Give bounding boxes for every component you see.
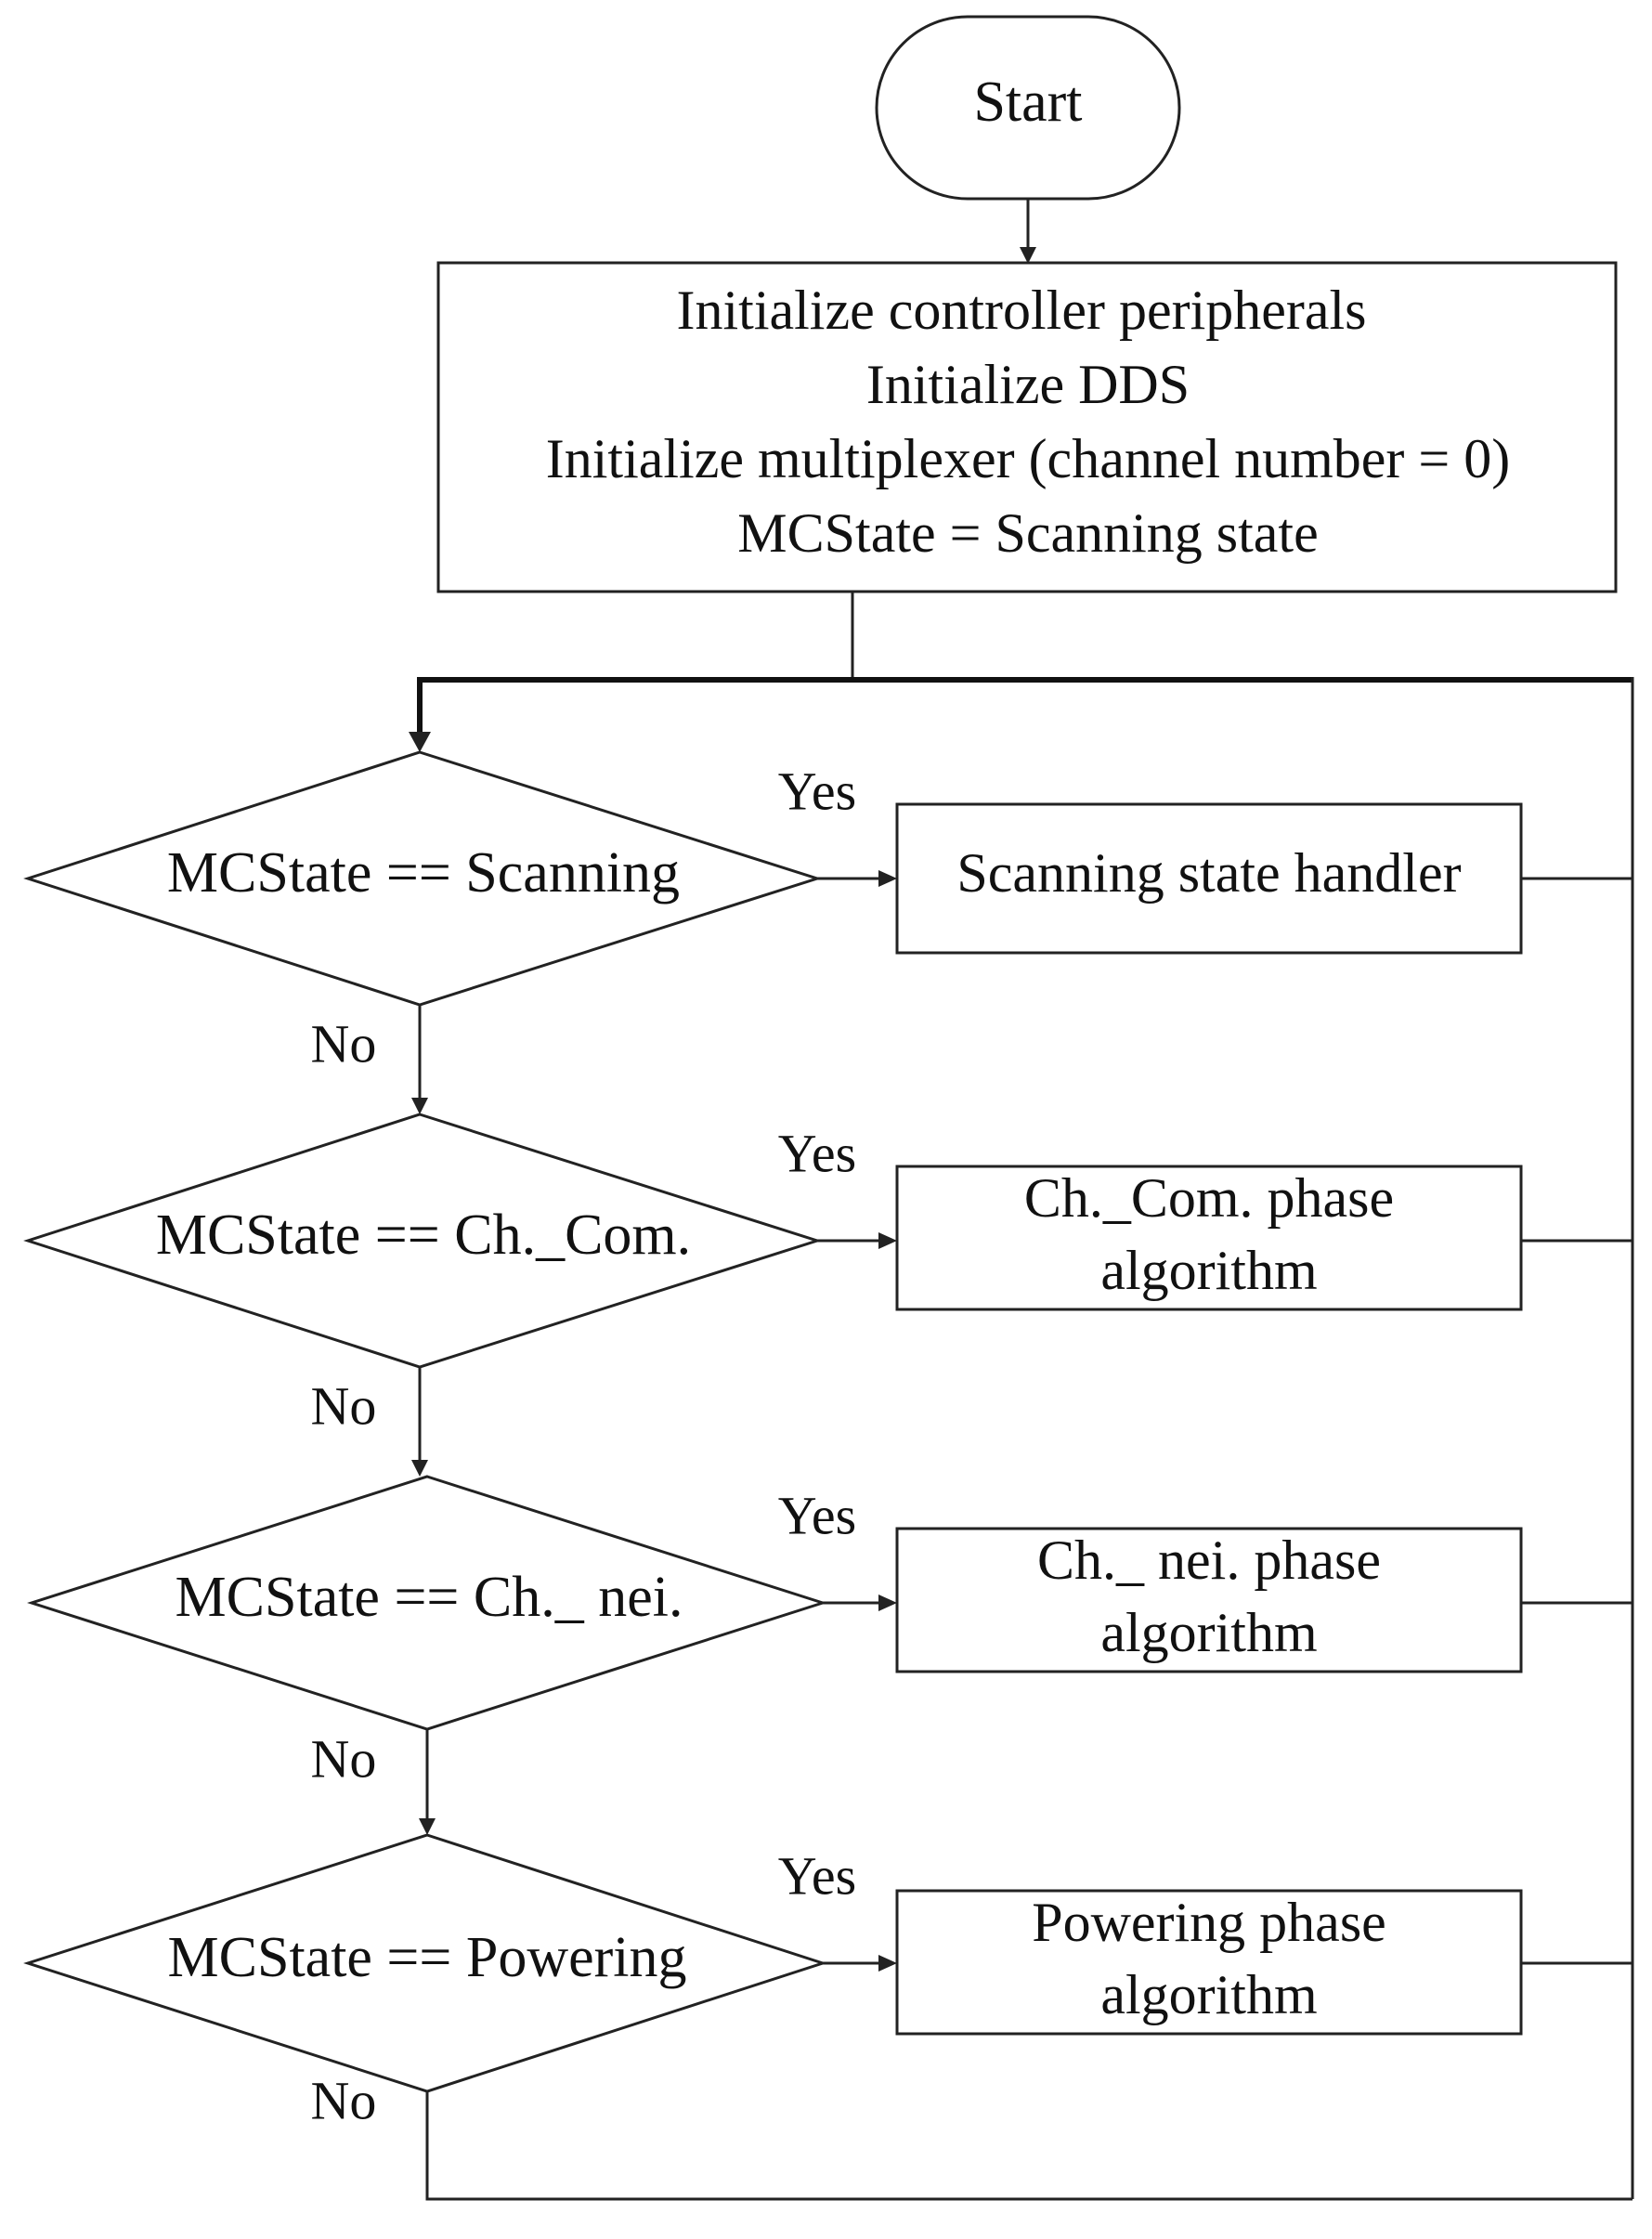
action-box-powering-phase	[895, 1889, 1523, 2036]
no-label-1: No	[311, 1013, 377, 1074]
yes-label-2: Yes	[778, 1123, 856, 1183]
action-box-scanning-handler	[895, 802, 1523, 955]
action-label-ch-nei-line-2: algorithm	[1100, 1602, 1317, 1663]
init-line-1: Initialize controller peripherals	[677, 280, 1367, 341]
yes-label-4: Yes	[778, 1845, 856, 1906]
arrowhead-yes-4	[878, 1955, 897, 1972]
action-label-ch-com-line-2: algorithm	[1100, 1240, 1317, 1301]
arrowhead-yes-1	[878, 870, 897, 887]
action-label-scanning-handler: Scanning state handler	[956, 842, 1461, 904]
decision-label-powering: MCState == Powering	[167, 1926, 686, 1989]
init-line-4: MCState = Scanning state	[737, 502, 1318, 564]
action-label-powering-line-2: algorithm	[1100, 1964, 1317, 2025]
yes-label-1: Yes	[778, 761, 856, 821]
start-label: Start	[973, 71, 1082, 134]
connector-no-4-return	[425, 2091, 1632, 2201]
init-line-2: Initialize DDS	[866, 354, 1190, 415]
yes-label-3: Yes	[778, 1485, 856, 1545]
decision-label-scanning: MCState == Scanning	[167, 841, 680, 905]
action-label-ch-com-line-1: Ch._Com. phase	[1024, 1167, 1394, 1229]
no-label-4: No	[311, 2070, 377, 2130]
arrowhead-loop-entry	[409, 732, 431, 752]
arrowhead-no-2	[411, 1460, 428, 1477]
arrowhead-yes-3	[878, 1595, 897, 1611]
action-box-ch-com-phase	[895, 1165, 1523, 1311]
arrowhead-yes-2	[878, 1232, 897, 1249]
init-line-3: Initialize multiplexer (channel number =…	[546, 428, 1510, 489]
arrowhead-no-1	[411, 1098, 428, 1114]
no-label-3: No	[311, 1728, 377, 1789]
arrowhead-no-3	[419, 1818, 436, 1835]
no-label-2: No	[311, 1375, 377, 1436]
action-box-ch-nei-phase	[895, 1527, 1523, 1673]
decision-label-ch-nei: MCState == Ch._ nei.	[176, 1566, 683, 1629]
action-label-powering-line-1: Powering phase	[1032, 1892, 1386, 1953]
arrowhead-init	[1020, 247, 1036, 264]
action-label-ch-nei-line-1: Ch._ nei. phase	[1037, 1530, 1381, 1591]
init-box	[436, 261, 1618, 593]
decision-label-ch-com: MCState == Ch._Com.	[156, 1204, 691, 1267]
